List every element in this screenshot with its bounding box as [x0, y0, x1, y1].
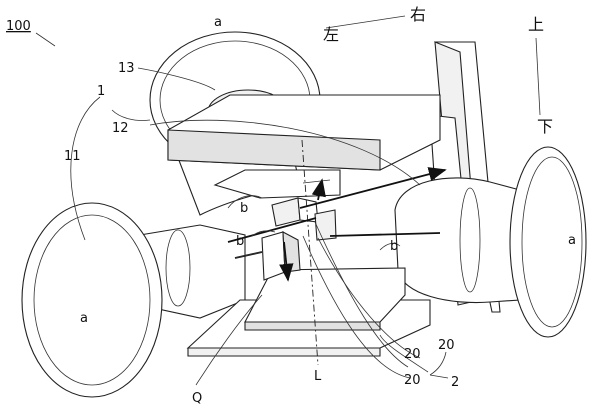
label-part-13: 13 [118, 61, 135, 76]
label-part-20-c: 20 [404, 373, 421, 388]
label-direction-right: 右 [410, 5, 426, 24]
label-direction-down: 下 [537, 117, 553, 136]
label-L: L [314, 369, 322, 384]
label-part-2: 2 [451, 375, 459, 390]
label-direction-up: 上 [528, 15, 544, 34]
label-wheel-top: a [214, 15, 222, 30]
label-part-1: 1 [97, 84, 105, 99]
label-Q: Q [192, 391, 202, 406]
label-part-20-a: 20 [438, 338, 455, 353]
beam-lines [227, 167, 447, 282]
label-wheel-right: a [568, 233, 576, 248]
reference-number: 100 [6, 19, 31, 34]
right-wheel [394, 146, 587, 338]
label-part-12: 12 [112, 121, 129, 136]
top-plate [167, 94, 441, 199]
label-direction-left: 左 [323, 25, 339, 44]
label-part-11: 11 [64, 149, 81, 164]
left-wheel [21, 202, 246, 398]
label-wheel-left: a [80, 311, 88, 326]
label-part-20-b: 20 [404, 347, 421, 362]
label-b-upper: b [240, 201, 248, 216]
leader-lines [35, 15, 541, 386]
label-b-left: b [236, 234, 244, 249]
base-plate [186, 267, 431, 357]
center-elements [261, 197, 337, 281]
label-b-right: b [390, 239, 398, 254]
